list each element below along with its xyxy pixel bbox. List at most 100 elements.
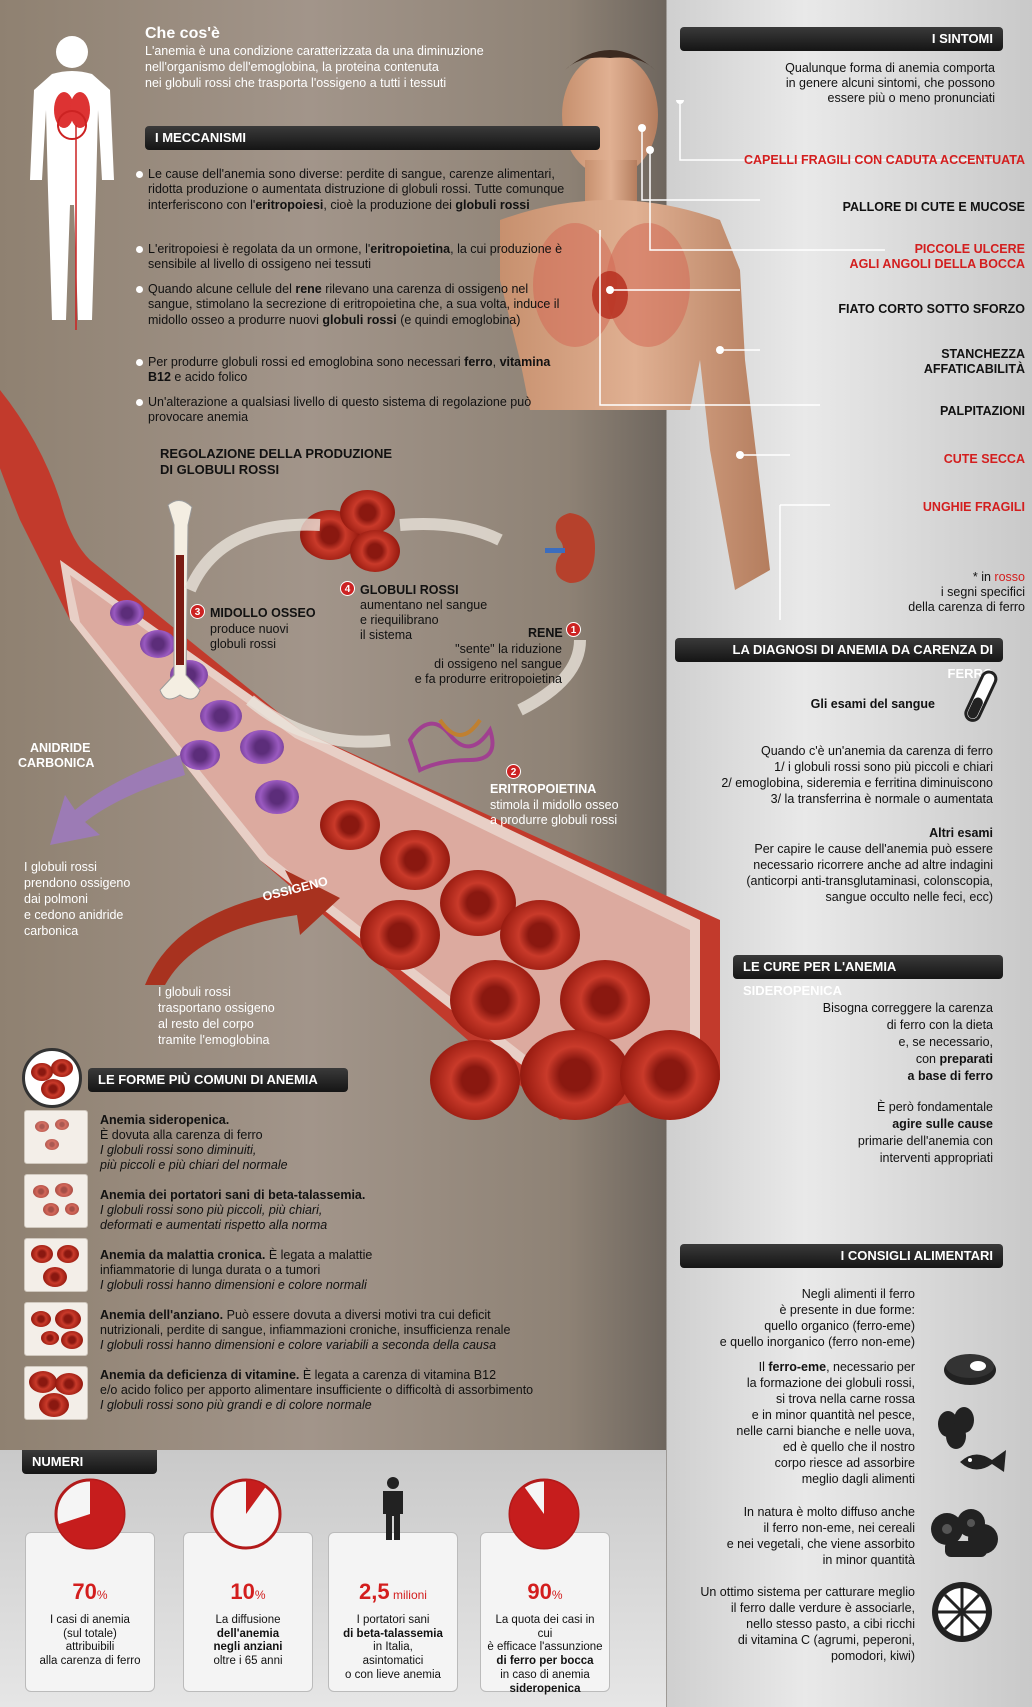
step-badge: 2 [506,764,521,779]
food-line: il ferro dalle verdure è associarle, [730,1601,915,1615]
human-silhouette [30,36,114,330]
food-line: e quello inorganico (ferro non-eme) [719,1335,915,1349]
red-blood-cell [520,1030,630,1120]
diagnosis-line: 2/ emoglobina, sideremia e ferritina dim… [721,776,993,790]
cures-line: a base di ferro [907,1069,993,1083]
intro-line: L'anemia è una condizione caratterizzata… [145,44,484,58]
co2-text: e cedono anidride [24,908,124,922]
meat-icon [944,1354,996,1385]
red-blood-cell [620,1030,720,1120]
carbon-dioxide-arrow [50,755,185,845]
red-cells-title: GLOBULI ROSSI [360,583,459,597]
deoxygenated-cell [180,740,220,770]
food-line: il ferro non-eme, nei cereali [763,1521,915,1535]
other-tests-line: necessario ricorrere anche ad altre inda… [753,858,993,872]
erythropoietin-molecule-icon [407,718,495,773]
food-line: nello stesso pasto, a cibi ricchi [746,1617,915,1631]
deoxygenated-cell [110,600,144,626]
forms-header: LE FORME PIÙ COMUNI DI ANEMIA [88,1068,348,1092]
deoxygenated-cell [140,630,176,658]
oxygen-arrow [145,870,340,985]
deoxygenated-cell [240,730,284,764]
food-line: e in minor quantità nel pesce, [751,1408,915,1422]
food-line: Il ferro-eme, necessario per [758,1360,915,1374]
other-tests-line: Per capire le cause dell'anemia può esse… [754,842,993,856]
pie-slice [57,1480,124,1548]
symptom-label: AGLI ANGOLI DELLA BOCCA [849,257,1025,271]
diagnosis-line: 3/ la transferrina è normale o aumentata [770,792,993,806]
food-line: e nei vegetali, che viene assorbito [726,1537,915,1551]
other-tests-line: (anticorpi anti-transglutaminasi, colons… [746,874,993,888]
red-blood-cell [340,490,395,535]
stat-card: 70% I casi di anemia(sul totale)attribui… [25,1532,155,1692]
deoxygenated-cell [200,700,242,732]
red-cells-text: il sistema [360,628,413,642]
kidney-icon [545,513,595,583]
symptoms-note: della carenza di ferro [908,600,1025,614]
deoxygenated-cell [255,780,299,814]
vegetables-icon [931,1509,998,1557]
form-item: Anemia da malattia cronica. È legata a m… [100,1248,373,1292]
red-blood-cell [560,960,650,1040]
red-cells-text: aumentano nel sangue [360,598,488,612]
diagnosis-line: Quando c'è un'anemia da carenza di ferro [760,744,993,758]
co2-label: ANIDRIDE [30,741,91,755]
food-line: si trova nella carne rossa [776,1392,915,1406]
numbers-header: NUMERI [22,1450,157,1474]
symptoms-note: * in rosso [972,570,1025,584]
mechanism-bullet: Le cause dell'anemia sono diverse: perdi… [136,167,568,213]
regulation-title: REGOLAZIONE DELLA PRODUZIONE [160,446,393,461]
kidney-text: "sente" la riduzione [455,642,562,656]
food-line: quello organico (ferro-eme) [764,1319,915,1333]
co2-text: prendono ossigeno [24,876,131,890]
kidney-title: RENE [528,626,563,640]
symptom-label: STANCHEZZA [941,347,1025,361]
regulation-title: DI GLOBULI ROSSI [160,462,280,477]
red-blood-cell [360,900,440,970]
form-item: Anemia da deficienza di vitamine. È lega… [100,1368,534,1412]
step-badge: 3 [190,604,205,619]
form-thumb [24,1174,88,1228]
form-thumb [24,1302,88,1356]
symptom-label: CUTE SECCA [943,452,1025,466]
kidney-text: di ossigeno nel sangue [434,657,562,671]
pie-slice [246,1480,266,1514]
bone-marrow-title: MIDOLLO OSSEO [210,606,316,620]
form-thumb [24,1366,88,1420]
red-blood-cell [320,800,380,850]
blood-tests-title: Gli esami del sangue [810,697,935,711]
egg-fish-icon [938,1407,1006,1472]
oxygen-text: tramite l'emoglobina [158,1033,270,1047]
food-line: è presente in due forme: [779,1303,916,1317]
forms-icon [22,1048,82,1108]
food-line: Un ottimo sistema per catturare meglio [700,1585,915,1599]
erythropoietin-text: a produrre globuli rossi [490,813,618,827]
cures-line: agire sulle cause [892,1117,993,1131]
symptoms-note: i segni specifici [940,585,1025,599]
diagnosis-line: 1/ i globuli rossi sono più piccoli e ch… [774,760,993,774]
food-line: In natura è molto diffuso anche [743,1505,915,1519]
form-item: Anemia sideropenica. È dovuta alla caren… [100,1113,288,1172]
symptoms-header: I SINTOMI [680,27,1003,51]
cures-line: È però fondamentale [876,1100,993,1114]
symptom-label: PICCOLE ULCERE [914,242,1025,256]
red-blood-cell [430,1040,520,1120]
food-line: Negli alimenti il ferro [801,1287,915,1301]
co2-label: CARBONICA [18,756,95,770]
food-header: I CONSIGLI ALIMENTARI [680,1244,1003,1268]
mechanisms-header: I MECCANISMI [145,126,600,150]
citrus-icon [932,1582,992,1642]
bone-marrow-text: produce nuovi [210,622,289,636]
other-tests-line: sangue occulto nelle feci, ecc) [825,890,993,904]
cures-header: LE CURE PER L'ANEMIA SIDEROPENICA [733,955,1003,998]
intro-title: Che cos'è [145,25,220,42]
oxygen-text: trasportano ossigeno [158,1001,275,1015]
cures-line: di ferro con la dieta [886,1018,993,1032]
erythropoietin-title: ERITROPOIETINA [490,782,597,796]
erythropoietin-text: stimola il midollo osseo [490,798,619,812]
symptom-label: PALPITAZIONI [940,404,1025,418]
person-icon [383,1477,403,1540]
form-thumb [24,1238,88,1292]
symptom-label: UNGHIE FRAGILI [922,500,1025,514]
pie-slice [510,1480,578,1548]
